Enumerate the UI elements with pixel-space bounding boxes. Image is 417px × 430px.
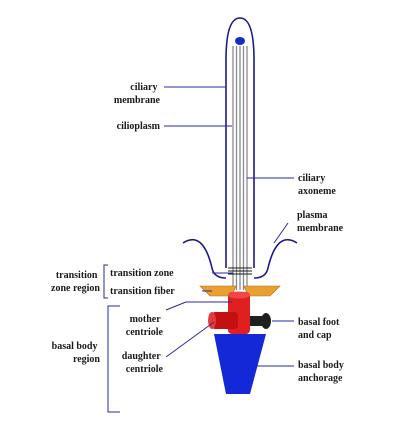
label-basal-body-region: basal body region: [52, 341, 101, 365]
label-daughter-centriole: daughter centriole: [122, 351, 164, 375]
label-transition-zone: transition zone: [110, 268, 174, 279]
plasma-membrane-right: [253, 238, 298, 279]
leader-lines: [164, 86, 294, 367]
leader-daughter-centriole: [165, 321, 215, 358]
label-transition-zone-region: transition zone region: [51, 270, 100, 294]
daughter-centriole: [212, 312, 238, 329]
label-basal-body-anchorage: basal body anchorage: [298, 360, 346, 384]
label-transition-fiber: transition fiber: [110, 286, 175, 297]
mother-centriole-top: [228, 291, 250, 299]
label-plasma-membrane: plasma membrane: [297, 210, 344, 234]
transition-zone: [228, 267, 252, 275]
daughter-centriole-end: [208, 312, 216, 329]
ciliary-axoneme: [232, 46, 248, 290]
label-basal-foot-and-cap: basal foot and cap: [298, 317, 342, 341]
basal-cap: [261, 313, 271, 329]
ciliary-membrane: [225, 17, 255, 268]
label-ciliary-axoneme: ciliary axoneme: [298, 173, 336, 197]
basal-body-anchorage: [214, 334, 266, 394]
transition-zone-bracket: [103, 264, 108, 299]
leader-mother-centriole: [165, 301, 187, 311]
plasma-membrane-left: [182, 238, 227, 279]
label-cilioplasm: cilioplasm: [117, 121, 161, 132]
leader-plasma-membrane: [273, 222, 289, 244]
label-mother-centriole: mother centriole: [126, 314, 164, 338]
basal-foot: [248, 316, 264, 326]
ciliary-tip: [235, 37, 245, 45]
basal-body-bracket: [107, 305, 120, 413]
label-ciliary-membrane: ciliary membrane: [114, 82, 161, 106]
